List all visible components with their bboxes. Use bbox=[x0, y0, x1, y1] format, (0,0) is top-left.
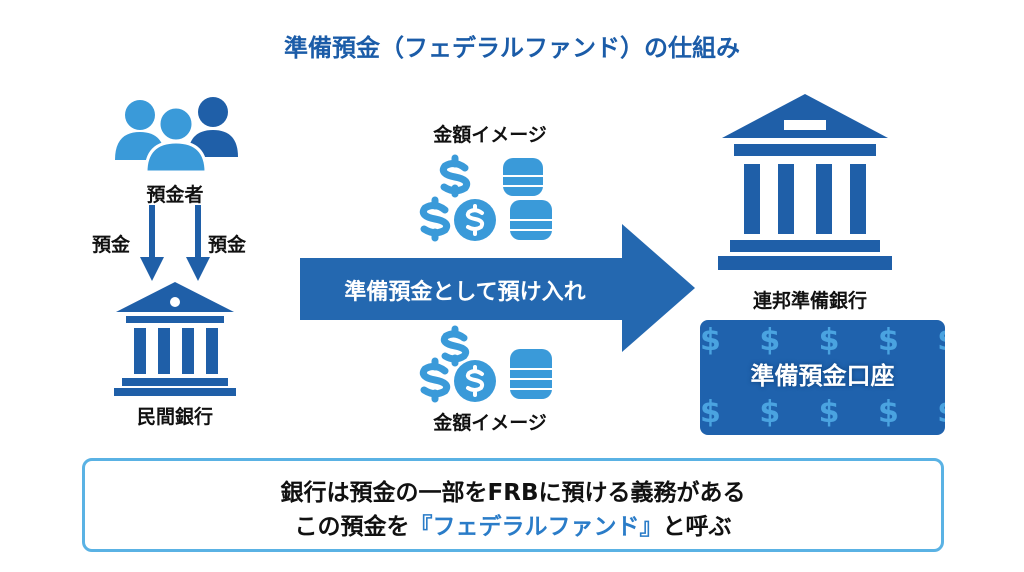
deposit-label-right: 預金 bbox=[208, 234, 247, 256]
page-title: 準備預金（フェデラルファンド）の仕組み bbox=[284, 34, 740, 62]
fed-bank-label: 連邦準備銀行 bbox=[752, 290, 867, 312]
note-box: 銀行は預金の一部をFRBに預ける義務がある この預金を『フェデラルファンド』と呼… bbox=[82, 458, 944, 552]
reserve-account-box: $ $ $ $ $ $ $ $ $ $ 準備預金口座 bbox=[700, 320, 945, 435]
deposit-arrow bbox=[300, 224, 695, 352]
note-line-1: 銀行は預金の一部をFRBに預ける義務がある bbox=[280, 480, 746, 506]
amount-label-top: 金額イメージ bbox=[433, 124, 547, 146]
note-line-2: この預金を『フェデラルファンド』と呼ぶ bbox=[85, 507, 941, 541]
dollar-pattern-icon: $ $ $ $ $ $ $ $ $ $ bbox=[700, 320, 945, 435]
amount-label-bottom: 金額イメージ bbox=[433, 412, 547, 434]
note-line-2-post: と呼ぶ bbox=[662, 514, 732, 540]
reserve-account-label: 準備預金口座 bbox=[750, 362, 895, 390]
deposit-label-left: 預金 bbox=[92, 234, 131, 256]
note-highlight: 『フェデラルファンド』 bbox=[409, 514, 663, 540]
depositors-label: 預金者 bbox=[146, 184, 204, 206]
money-coins-icon-top bbox=[419, 154, 552, 242]
depositors-icon bbox=[115, 97, 238, 174]
down-arrows-icon bbox=[140, 205, 210, 281]
dollar-row-1: $ $ $ $ $ bbox=[700, 323, 945, 358]
dollar-row-2: $ $ $ $ $ bbox=[700, 395, 945, 430]
private-bank-icon bbox=[114, 282, 236, 396]
note-line-2-pre: この預金を bbox=[294, 514, 410, 540]
private-bank-label: 民間銀行 bbox=[136, 406, 213, 428]
federal-reserve-bank-icon bbox=[718, 94, 892, 270]
money-coins-icon-bottom bbox=[419, 325, 552, 403]
arrow-label: 準備預金として預け入れ bbox=[344, 280, 586, 305]
